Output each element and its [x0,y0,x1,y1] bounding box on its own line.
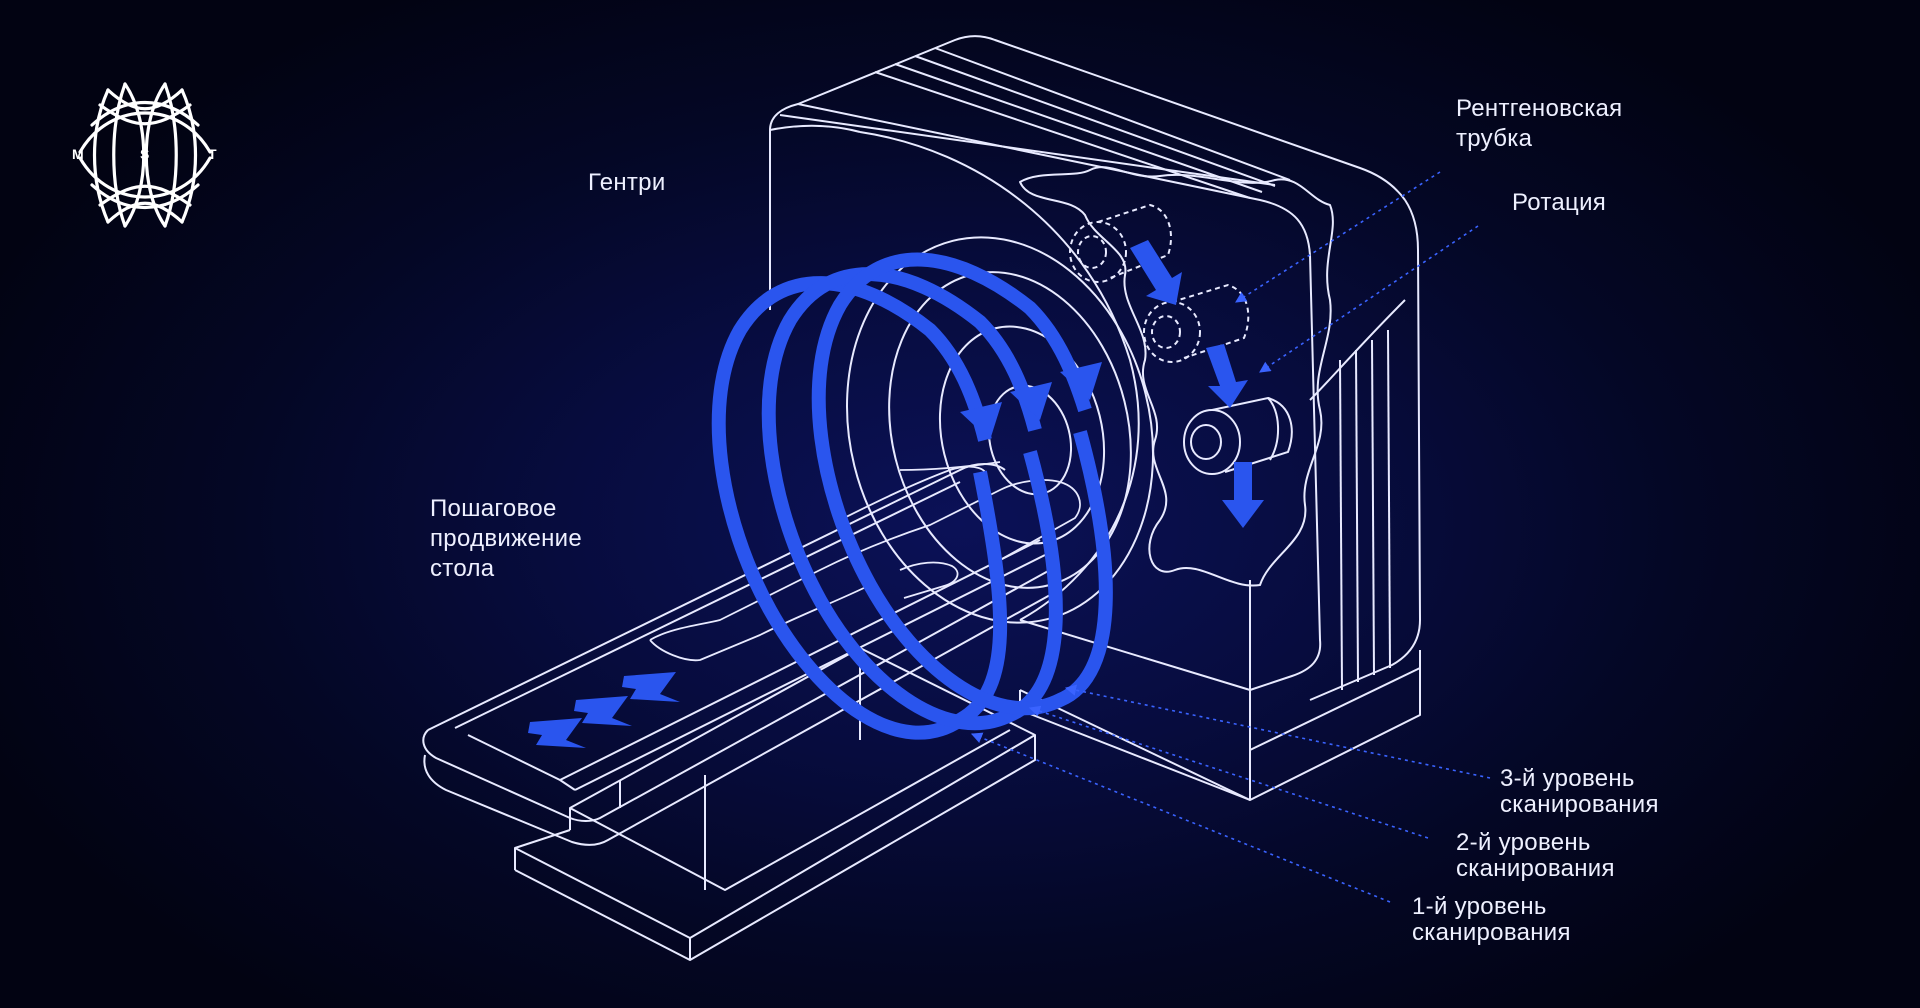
xray-tube-1 [1069,203,1172,283]
label-scan-level-1: 1-й уровень сканирования [1412,893,1571,946]
leader-scan-level-2 [1028,705,1429,839]
leader-scan-level-3 [1064,684,1491,779]
logo-letter-s: S [140,146,150,162]
mst-logo [78,82,212,228]
rotation-arrows [1130,240,1264,528]
xray-tube-3 [1183,396,1293,475]
logo-letter-m: M [72,146,84,162]
leader-xray-tube [1235,171,1441,303]
label-scan-level-3: 3-й уровень сканирования [1500,765,1659,818]
label-scan-level-2: 2-й уровень сканирования [1456,829,1615,882]
logo-letter-t: T [208,146,217,162]
table-pedestal [514,647,1036,961]
gantry-housing [769,35,1421,801]
leader-rotation [1259,225,1479,373]
patient-figure [649,461,1081,662]
leader-scan-level-1 [970,732,1391,903]
label-rotation: Ротация [1512,189,1607,216]
scan-helix-arrowheads [960,362,1102,440]
label-xray-tube: Рентгеновская трубка [1456,95,1623,152]
scan-helix-rings [711,252,1113,740]
table-movement-arrows [528,672,680,748]
label-table-movement: Пошаговое продвижение стола [430,495,583,582]
label-gantry: Гентри [588,169,666,196]
leader-lines [970,171,1491,903]
